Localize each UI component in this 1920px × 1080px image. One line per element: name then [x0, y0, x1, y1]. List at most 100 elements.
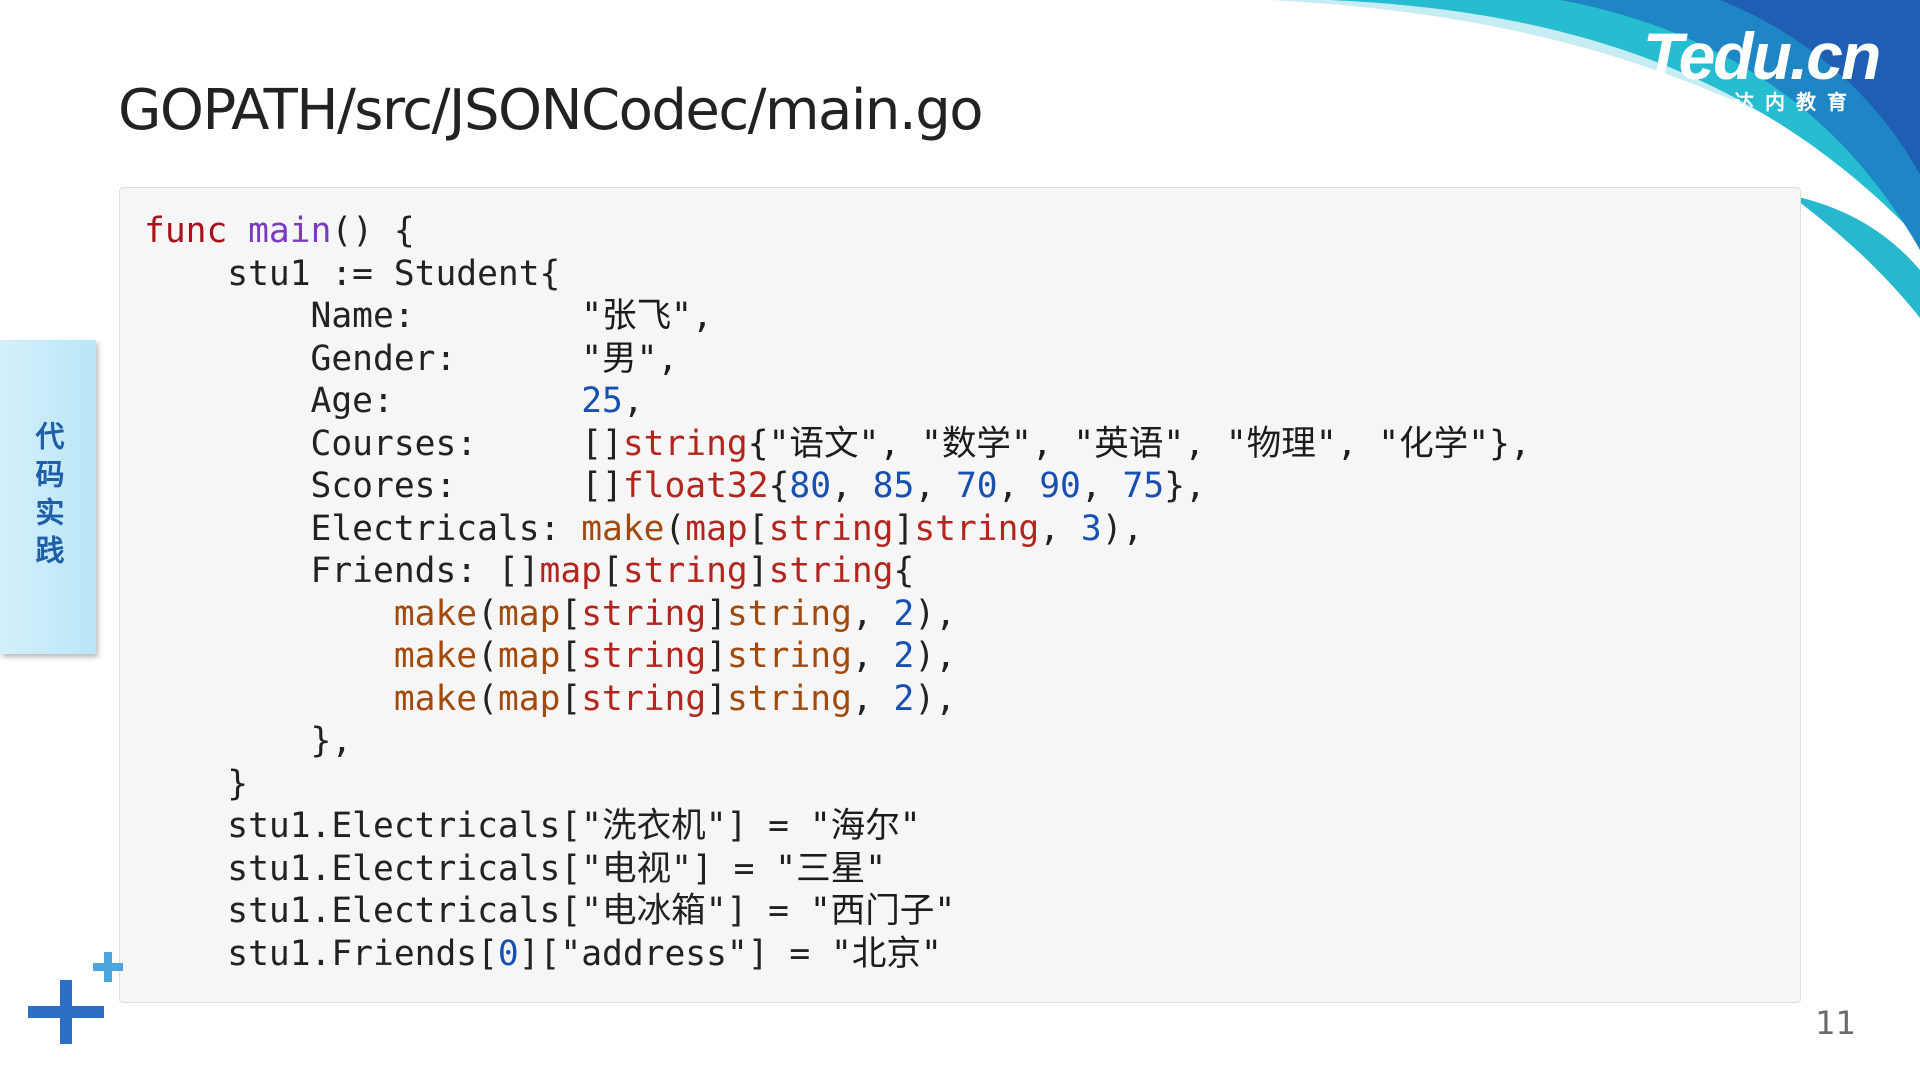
code-text: { — [768, 466, 790, 506]
code-string: "张飞", — [581, 296, 713, 336]
code-text: ), — [1101, 508, 1144, 549]
code-number: 2 — [893, 636, 915, 676]
code-text: , — [851, 678, 894, 719]
code-type: map — [497, 636, 561, 676]
code-text: , — [914, 466, 956, 506]
code-text: [ — [747, 508, 769, 549]
code-field-key: Name: — [144, 296, 582, 336]
code-text: [ — [560, 593, 582, 634]
code-function-name: main — [248, 211, 332, 251]
code-text: stu1.Electricals["电冰箱"] = — [144, 891, 810, 931]
wave-tail-curve — [1790, 195, 1920, 318]
slide-title: GOPATH/src/JSONCodec/main.go — [118, 78, 984, 143]
code-text: ( — [664, 508, 686, 549]
code-block: func main() { stu1 := Student{ Name: "张飞… — [119, 187, 1801, 1003]
code-text: ] — [893, 508, 915, 549]
code-type: string — [726, 636, 852, 676]
code-line-1: func main() { — [144, 211, 415, 251]
code-text: () { — [331, 211, 415, 251]
code-field-key: Age: — [144, 381, 582, 421]
code-field-key: Scores: — [144, 466, 582, 506]
code-text: ]["address"] = — [518, 933, 832, 974]
code-text: stu1.Electricals["洗衣机"] = — [144, 806, 810, 846]
code-text: stu1.Friends[ — [144, 933, 498, 974]
code-line-4: Gender: "男", — [144, 338, 679, 379]
code-line-9: Friends: []map[string]string{ — [144, 551, 915, 591]
code-line-2: stu1 := Student{ — [144, 253, 561, 294]
code-number: 25 — [581, 381, 623, 421]
code-string: "西门子" — [809, 891, 956, 931]
code-text: , — [851, 593, 894, 634]
code-text: ), — [914, 593, 957, 634]
code-line-3: Name: "张飞", — [144, 296, 713, 336]
code-type: map — [497, 593, 561, 634]
code-number: 90 — [1039, 466, 1081, 506]
code-text: stu1.Electricals["电视"] = — [144, 848, 776, 889]
code-number: 80 — [789, 466, 832, 506]
code-text: [] — [497, 551, 540, 591]
code-field-key: Courses: — [144, 423, 582, 464]
side-tab: 代码实践 — [0, 340, 96, 654]
code-text: ( — [477, 678, 498, 719]
code-text: [] — [581, 466, 623, 506]
code-type: string — [581, 593, 707, 634]
code-string: "北京" — [831, 933, 942, 974]
code-builtin: make — [393, 678, 478, 719]
code-indent — [144, 679, 394, 719]
code-type: string — [581, 636, 707, 676]
code-line-5: Age: 25, — [144, 381, 644, 421]
code-type: string — [726, 593, 852, 634]
code-field-key: Electricals: — [144, 508, 582, 549]
code-string: "三星" — [775, 848, 887, 889]
code-number: 2 — [893, 593, 915, 634]
code-text: ] — [747, 551, 769, 591]
code-type: map — [685, 508, 748, 549]
code-string: {"语文", "数学", "英语", "物理", "化学"}, — [747, 423, 1531, 464]
code-text: ] — [706, 636, 727, 676]
code-type: float32 — [622, 466, 769, 506]
code-number: 2 — [893, 678, 915, 719]
code-line-13: }, — [144, 721, 353, 761]
code-string: "海尔" — [809, 806, 921, 846]
code-type: string — [622, 551, 748, 591]
code-text: , — [1039, 508, 1081, 549]
code-text: { — [893, 551, 915, 591]
code-text: ( — [477, 636, 498, 676]
code-line-7: Scores: []float32{80, 85, 70, 90, 75}, — [144, 466, 1206, 506]
code-text: [ — [560, 678, 582, 719]
code-number: 70 — [955, 466, 998, 506]
code-type: map — [497, 678, 561, 719]
code-text: , — [622, 381, 644, 421]
code-line-11: make(map[string]string, 2), — [144, 636, 956, 676]
code-line-16: stu1.Electricals["电视"] = "三星" — [144, 849, 886, 889]
code-line-8: Electricals: make(map[string]string, 3), — [144, 508, 1144, 549]
code-text: ( — [477, 593, 498, 634]
code-text: [ — [602, 551, 623, 591]
code-text: ] — [706, 678, 727, 719]
code-text: [] — [581, 423, 623, 464]
code-number: 85 — [872, 466, 915, 506]
code-builtin: make — [393, 593, 478, 634]
code-line-14: } — [144, 763, 249, 804]
code-text: }, — [1164, 466, 1206, 506]
code-string: "男", — [581, 338, 679, 379]
code-text: , — [851, 636, 894, 676]
code-indent — [144, 594, 394, 634]
code-line-6: Courses: []string{"语文", "数学", "英语", "物理"… — [144, 424, 1531, 464]
logo-subtext: 达内教育 — [1734, 90, 1858, 114]
code-type: string — [768, 551, 894, 591]
code-builtin: make — [581, 508, 665, 549]
code-text: , — [997, 466, 1040, 506]
code-text: ] — [706, 593, 727, 634]
code-type: string — [622, 423, 748, 464]
code-indent — [144, 636, 394, 676]
plus-large-icon — [28, 980, 104, 1044]
code-line-12: make(map[string]string, 2), — [144, 679, 956, 719]
code-text: , — [831, 466, 873, 506]
code-line-17: stu1.Electricals["电冰箱"] = "西门子" — [144, 891, 955, 931]
code-type: string — [768, 508, 894, 549]
code-field-key: Gender: — [144, 338, 582, 379]
code-number: 0 — [497, 933, 519, 974]
code-number: 3 — [1080, 508, 1102, 549]
code-line-10: make(map[string]string, 2), — [144, 594, 956, 634]
